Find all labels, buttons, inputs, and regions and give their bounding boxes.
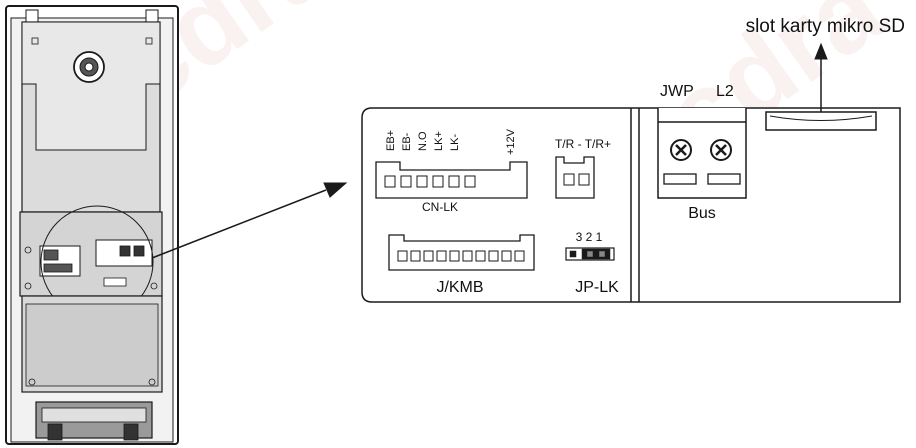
- jp-lk-pin-1: [598, 250, 606, 258]
- tr-pin: [563, 173, 575, 186]
- screw-hole: [31, 37, 39, 45]
- screw-hole: [150, 282, 158, 290]
- cn-lk-pin: [464, 175, 476, 188]
- j-kmb-pin: [475, 250, 486, 262]
- cn-lk-pin: [384, 175, 396, 188]
- j-kmb-pin: [410, 250, 421, 262]
- cn-lk-pin-label: +12V: [505, 128, 517, 155]
- jp-lk-pin-2: [586, 250, 594, 258]
- cn-lk-pin: [432, 175, 444, 188]
- intercom-panel: [5, 5, 179, 445]
- jp-lk-cap: [581, 248, 611, 260]
- lower-module-plate: [25, 303, 159, 387]
- j-kmb-pin: [449, 250, 460, 262]
- tr-label: T/R - T/R+: [555, 137, 611, 151]
- terminal-slot: [663, 173, 697, 185]
- detail-board: [361, 42, 901, 303]
- cn-lk-pin: [416, 175, 428, 188]
- j-kmb-pin: [488, 250, 499, 262]
- cn-lk-pin-label: LK+: [433, 131, 445, 151]
- screw-cross: [715, 144, 727, 156]
- pointer-arrowhead: [323, 182, 348, 198]
- mini-connector: [43, 263, 73, 273]
- screw-cross: [675, 144, 687, 156]
- mini-part: [103, 277, 127, 287]
- jp-lk-label: JP-LK: [575, 279, 619, 296]
- screw-hole: [148, 378, 156, 386]
- cn-lk-pin-label: EB+: [385, 130, 397, 151]
- mini-screw: [119, 245, 131, 257]
- sd-pointer-arrowhead: [814, 42, 828, 60]
- j-kmb-pin: [462, 250, 473, 262]
- j-kmb-pin: [514, 250, 525, 262]
- cn-lk-pin: [448, 175, 460, 188]
- terminal-slot: [707, 173, 741, 185]
- zoom-pointer: [151, 182, 348, 259]
- j-kmb-pin: [436, 250, 447, 262]
- mini-screw: [133, 245, 145, 257]
- jwp-label: JWP: [660, 83, 694, 100]
- bottom-bar-slot: [41, 407, 147, 423]
- cn-lk-label: CN-LK: [422, 200, 458, 214]
- upper-module-plate: [21, 21, 161, 151]
- j-kmb-pins: [397, 250, 525, 262]
- bottom-screw: [123, 423, 139, 441]
- screw-hole: [24, 282, 32, 290]
- bottom-screw: [47, 423, 63, 441]
- cn-lk-pin: [400, 175, 412, 188]
- sd-slot-label: slot karty mikro SD: [746, 16, 905, 37]
- bus-label: Bus: [688, 205, 716, 222]
- sd-card-slot-curve: [769, 115, 873, 121]
- j-kmb-label: J/KMB: [436, 279, 483, 296]
- j-kmb-pin: [397, 250, 408, 262]
- j-kmb-pin: [423, 250, 434, 262]
- cn-lk-pins: [384, 175, 476, 188]
- mini-connector: [43, 249, 59, 261]
- screw-hole: [145, 37, 153, 45]
- tr-connector: [555, 156, 595, 199]
- lock-keyhole: [84, 62, 94, 72]
- jp-lk-pin-3: [569, 250, 577, 258]
- j-kmb-pin: [501, 250, 512, 262]
- screw-hole: [28, 378, 36, 386]
- cn-lk-pin-label: LK-: [449, 134, 461, 151]
- cn-lk-pin-label: N.O: [417, 131, 429, 151]
- jp-lk-numbers: 3 2 1: [576, 230, 603, 244]
- screw-hole: [24, 246, 32, 254]
- labels: slot karty mikro SD JWP L2 Bus EB+ EB- N…: [385, 16, 905, 296]
- tr-pin: [578, 173, 590, 186]
- l2-label: L2: [716, 83, 734, 100]
- cn-lk-pin-label: EB-: [401, 132, 413, 151]
- pointer-line: [151, 189, 327, 259]
